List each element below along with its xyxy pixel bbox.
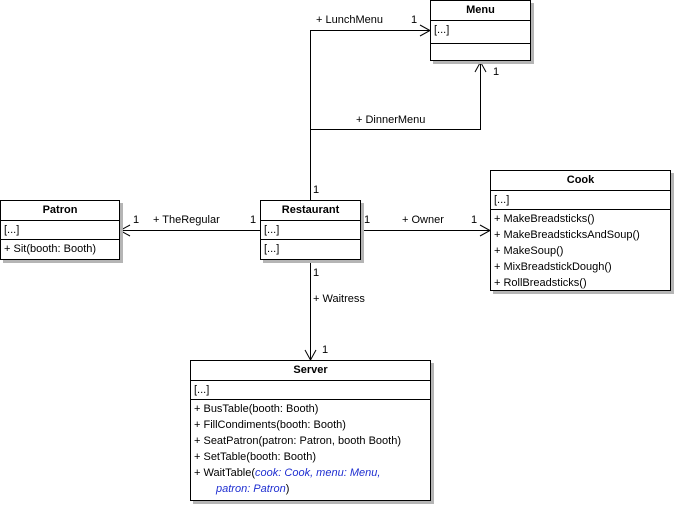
menu-class-name: Menu — [431, 1, 530, 21]
patron-attribute: [...] — [4, 224, 20, 236]
wait-table-suffix: ) — [285, 483, 290, 495]
lunch-menu-line — [310, 30, 430, 200]
menu-operations — [431, 44, 530, 46]
wait-table-prefix: + WaitTable( — [194, 467, 256, 479]
wait-table-params-line1: cook: Cook, menu: Menu, — [255, 467, 381, 479]
server-operation: + FillCondiments(booth: Booth) — [194, 419, 346, 431]
the-regular-arrowhead — [118, 224, 131, 237]
cook-operation: + RollBreadsticks() — [494, 277, 587, 289]
server-class[interactable]: Server [...] + BusTable(booth: Booth) + … — [190, 360, 431, 501]
menu-attribute: [...] — [434, 24, 450, 36]
waitress-source-multiplicity: 1 — [313, 267, 320, 279]
patron-attributes: [...] — [1, 221, 119, 240]
patron-class[interactable]: Patron [...] + Sit(booth: Booth) — [0, 200, 120, 260]
waitress-role: + Waitress — [313, 293, 365, 305]
restaurant-attribute: [...] — [264, 224, 280, 236]
restaurant-attributes: [...] — [261, 221, 360, 240]
dinner-menu-source-multiplicity: 1 — [313, 184, 320, 196]
wait-table-params-line2: patron: Patron — [216, 483, 286, 495]
restaurant-class[interactable]: Restaurant [...] [...] — [260, 200, 361, 260]
menu-class[interactable]: Menu [...] — [430, 0, 531, 61]
menu-attributes: [...] — [431, 21, 530, 44]
dinner-menu-line — [310, 62, 481, 130]
cook-operations: + MakeBreadsticks() + MakeBreadsticksAnd… — [491, 210, 670, 292]
dinner-menu-multiplicity: 1 — [493, 66, 500, 78]
owner-source-multiplicity: 1 — [364, 214, 371, 226]
server-class-name: Server — [191, 361, 430, 381]
lunch-menu-multiplicity: 1 — [411, 14, 418, 26]
cook-attribute: [...] — [494, 194, 510, 206]
the-regular-role: + TheRegular — [153, 214, 220, 226]
cook-operation: + MakeSoup() — [494, 245, 564, 257]
cook-operation: + MakeBreadsticksAndSoup() — [494, 229, 640, 241]
cook-operation: + MakeBreadsticks() — [494, 213, 595, 225]
patron-operations: + Sit(booth: Booth) — [1, 240, 119, 258]
server-operation-wait-table: + WaitTable(cook: Cook, menu: Menu, — [194, 465, 427, 481]
server-operation: + SetTable(booth: Booth) — [194, 451, 316, 463]
server-operation: + SeatPatron(patron: Patron, booth Booth… — [194, 435, 401, 447]
patron-class-name: Patron — [1, 201, 119, 221]
the-regular-target-multiplicity: 1 — [133, 214, 140, 226]
server-operation-wait-table-cont: patron: Patron) — [194, 481, 427, 497]
server-operations: + BusTable(booth: Booth) + FillCondiment… — [191, 400, 430, 498]
patron-operation-sit: + Sit(booth: Booth) — [4, 243, 97, 255]
server-attributes: [...] — [191, 381, 430, 400]
waitress-target-multiplicity: 1 — [322, 344, 329, 356]
owner-role: + Owner — [402, 214, 444, 226]
cook-class-name: Cook — [491, 171, 670, 191]
cook-operation: + MixBreadstickDough() — [494, 261, 612, 273]
cook-class[interactable]: Cook [...] + MakeBreadsticks() + MakeBre… — [490, 170, 671, 291]
server-attribute: [...] — [194, 384, 210, 396]
restaurant-operations: [...] — [261, 240, 360, 258]
cook-attributes: [...] — [491, 191, 670, 210]
dinner-menu-role: + DinnerMenu — [356, 114, 426, 126]
owner-target-multiplicity: 1 — [471, 214, 478, 226]
restaurant-class-name: Restaurant — [261, 201, 360, 221]
server-operation: + BusTable(booth: Booth) — [194, 403, 319, 415]
lunch-menu-role: + LunchMenu — [316, 14, 383, 26]
dinner-menu-arrowhead — [474, 60, 487, 73]
restaurant-operation: [...] — [264, 243, 280, 255]
the-regular-source-multiplicity: 1 — [250, 214, 257, 226]
